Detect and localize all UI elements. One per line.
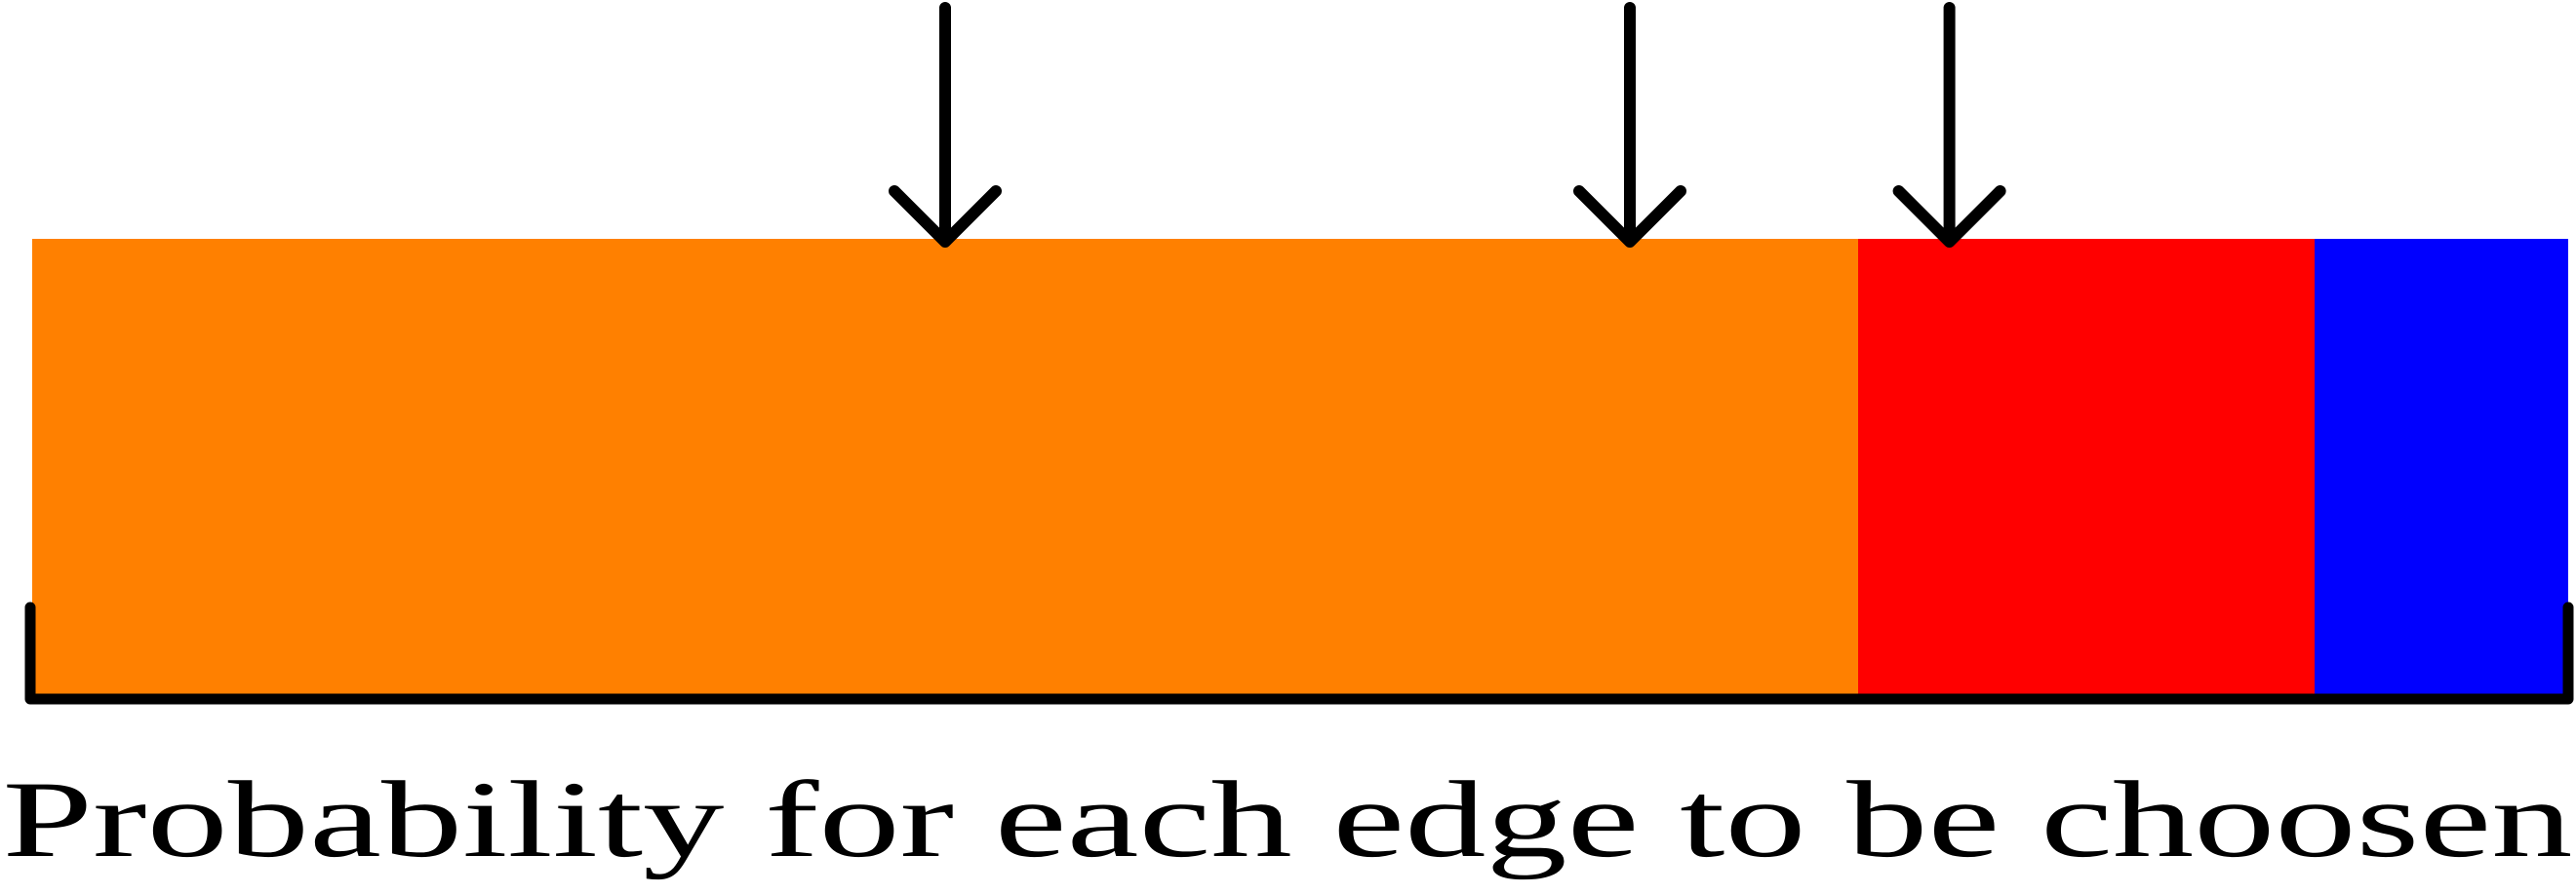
red-segment — [1858, 239, 2315, 695]
caption: Probability for each edge to be choosen — [3, 759, 2573, 880]
blue-segment — [2315, 239, 2568, 695]
sample-arrow-2 — [1573, 2, 1686, 248]
sample-arrow-3 — [1892, 2, 2006, 248]
sample-arrow-1 — [889, 2, 1002, 248]
probability-bar — [32, 239, 2568, 695]
sample-arrows — [889, 2, 2006, 248]
orange-segment — [32, 239, 1858, 695]
bar-bracket — [24, 602, 2574, 705]
